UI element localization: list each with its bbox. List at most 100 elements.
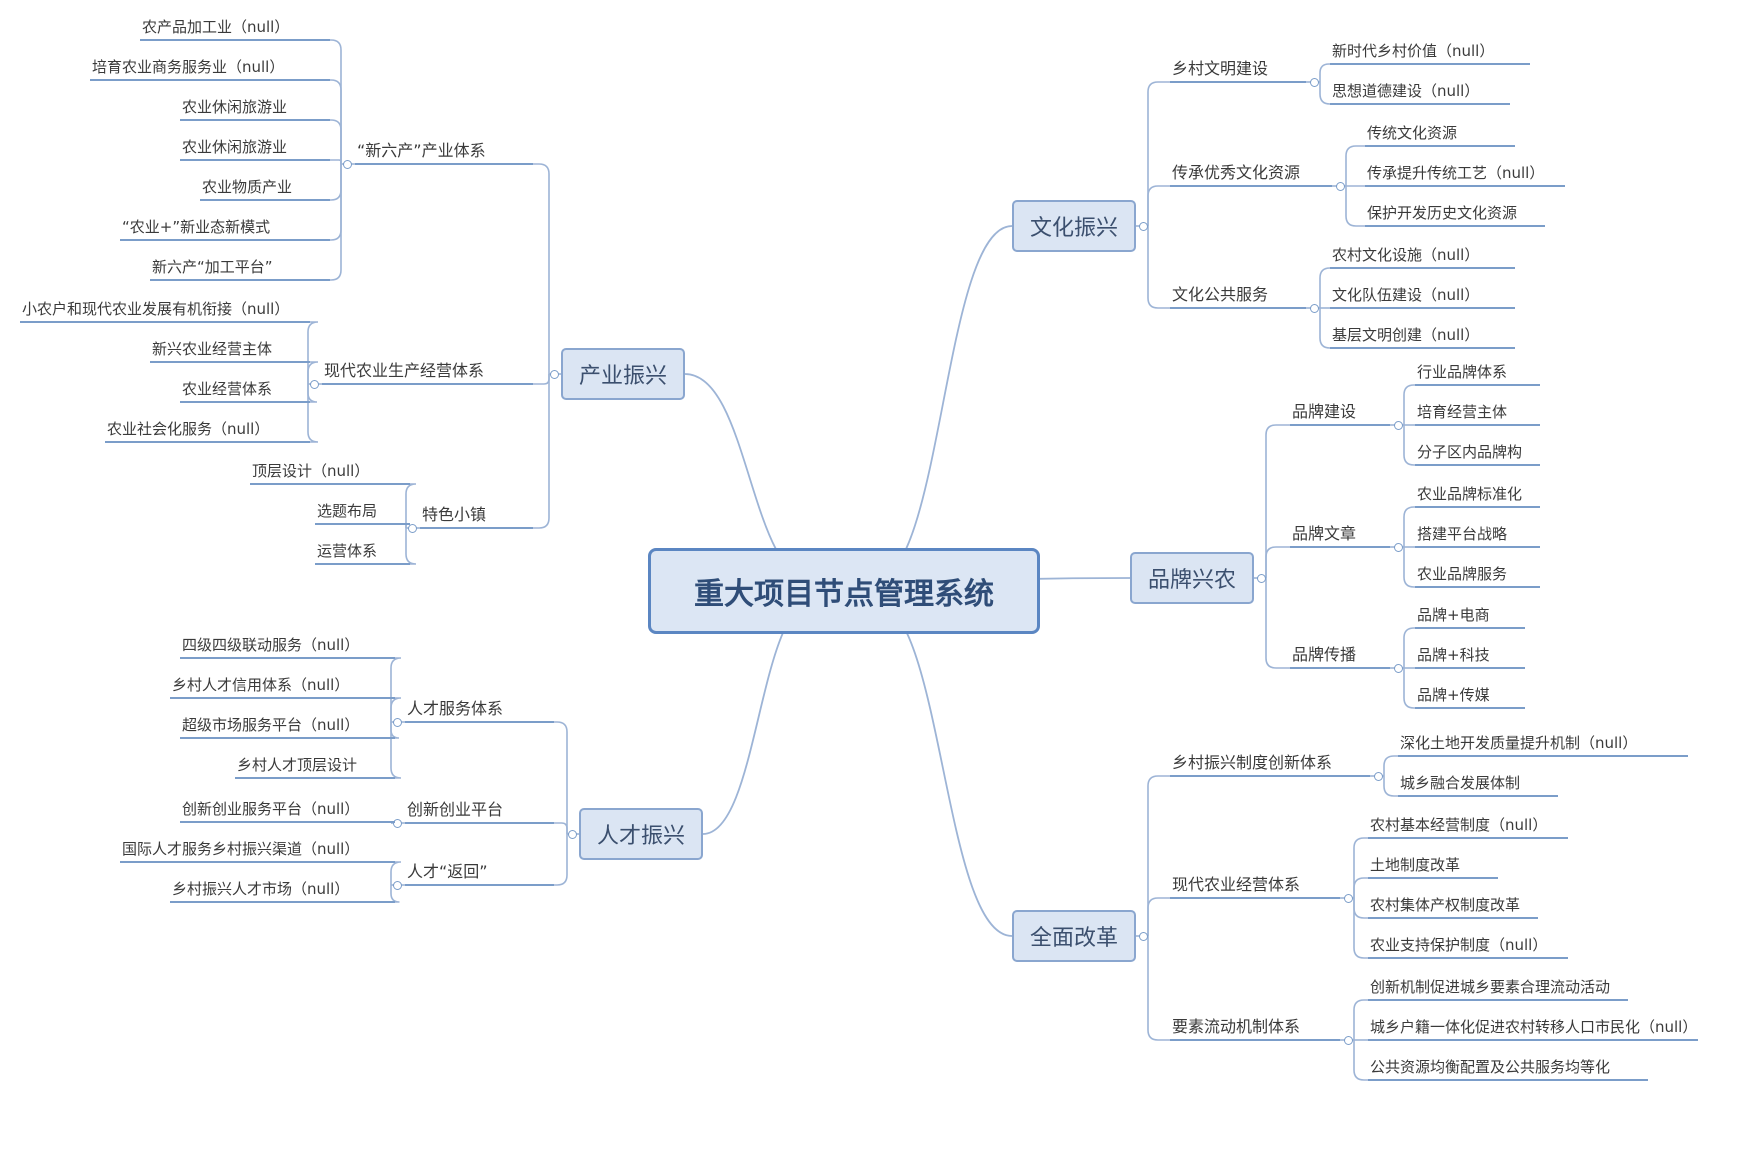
subtopic-collapse-toggle[interactable] [392,880,402,890]
subtopic-collapse-toggle[interactable] [309,379,319,389]
subtopic-collapse-toggle[interactable] [1335,181,1345,191]
subtopic[interactable]: 传承优秀文化资源 [1170,164,1332,187]
leaf-topic[interactable]: 品牌+传媒 [1415,686,1525,709]
connector-line [554,721,568,834]
leaf-topic[interactable]: 农业品牌标准化 [1415,485,1540,508]
subtopic-collapse-toggle[interactable] [392,717,402,727]
subtopic-collapse-toggle[interactable] [1309,303,1319,313]
subtopic[interactable]: 文化公共服务 [1170,286,1306,309]
leaf-topic[interactable]: 农业支持保护制度（null） [1368,936,1568,959]
leaf-topic[interactable]: 运营体系 [315,542,410,565]
subtopic-collapse-toggle[interactable] [1393,420,1403,430]
subtopic[interactable]: 特色小镇 [420,506,533,529]
leaf-topic[interactable]: 土地制度改革 [1368,856,1498,879]
leaf-topic[interactable]: 农产品加工业（null） [140,18,330,41]
leaf-topic[interactable]: 乡村振兴人才市场（null） [170,880,395,903]
branch-collapse-toggle[interactable] [549,369,559,379]
leaf-topic[interactable]: 城乡融合发展体制 [1398,774,1558,797]
leaf-topic[interactable]: 农村集体产权制度改革 [1368,896,1538,919]
subtopic-collapse-toggle[interactable] [342,159,352,169]
subtopic[interactable]: 乡村振兴制度创新体系 [1170,754,1370,777]
subtopic-collapse-toggle[interactable] [407,523,417,533]
leaf-topic[interactable]: 创新创业服务平台（null） [180,800,395,823]
leaf-topic[interactable]: 农村文化设施（null） [1330,246,1515,269]
leaf-topic[interactable]: 分子区内品牌构 [1415,443,1540,466]
leaf-topic[interactable]: 传承提升传统工艺（null） [1365,164,1565,187]
leaf-topic[interactable]: 农业经营体系 [180,380,310,403]
leaf-topic[interactable]: 新六产“加工平台” [150,258,330,281]
leaf-topic[interactable]: 农业社会化服务（null） [105,420,310,443]
branch-topic[interactable]: 文化振兴 [1012,200,1136,252]
connector-line [554,822,568,834]
leaf-topic[interactable]: 深化土地开发质量提升机制（null） [1398,734,1688,757]
leaf-topic[interactable]: 农业休闲旅游业 [180,138,330,161]
leaf-topic[interactable]: 农业物质产业 [200,178,330,201]
subtopic[interactable]: 要素流动机制体系 [1170,1018,1340,1041]
leaf-topic[interactable]: 培育农业商务服务业（null） [90,58,330,81]
subtopic[interactable]: 品牌文章 [1290,525,1390,548]
leaf-topic[interactable]: 创新机制促进城乡要素合理流动活动 [1368,978,1628,1001]
connector-line [390,657,402,722]
leaf-topic[interactable]: 基层文明创建（null） [1330,326,1515,349]
leaf-topic[interactable]: 选题布局 [315,502,410,525]
leaf-topic[interactable]: 小农户和现代农业发展有机衔接（null） [20,300,310,323]
branch-topic[interactable]: 产业振兴 [561,348,685,400]
connector-line [330,159,342,164]
leaf-topic[interactable]: 超级市场服务平台（null） [180,716,395,739]
connector-line [1353,877,1368,898]
connector-line [390,722,402,779]
leaf-topic[interactable]: “农业+”新业态新模式 [120,218,330,241]
branch-collapse-toggle[interactable] [1138,221,1148,231]
branch-topic[interactable]: 全面改革 [1012,910,1136,962]
leaf-topic[interactable]: 文化队伍建设（null） [1330,286,1515,309]
subtopic-collapse-toggle[interactable] [1343,1035,1353,1045]
subtopic[interactable]: “新六产”产业体系 [355,142,533,165]
leaf-topic[interactable]: 行业品牌体系 [1415,363,1540,386]
leaf-topic[interactable]: 搭建平台战略 [1415,525,1540,548]
leaf-topic[interactable]: 农业品牌服务 [1415,565,1540,588]
leaf-topic[interactable]: 新时代乡村价值（null） [1330,42,1530,65]
leaf-topic[interactable]: 新兴农业经营主体 [150,340,310,363]
branch-collapse-toggle[interactable] [1256,573,1266,583]
leaf-topic[interactable]: 顶层设计（null） [250,462,410,485]
connector-line [873,225,1013,582]
subtopic-collapse-toggle[interactable] [1309,77,1319,87]
leaf-topic[interactable]: 城乡户籍一体化促进农村转移人口市民化（null） [1368,1018,1698,1041]
leaf-topic[interactable]: 四级四级联动服务（null） [180,636,395,659]
subtopic[interactable]: 人才服务体系 [405,700,554,723]
subtopic[interactable]: 创新创业平台 [405,801,554,824]
connector-line [330,119,342,164]
leaf-topic[interactable]: 传统文化资源 [1365,124,1515,147]
connector-line [1403,668,1415,709]
leaf-topic[interactable]: 思想道德建设（null） [1330,82,1510,105]
connector-line [1147,775,1170,936]
subtopic[interactable]: 乡村文明建设 [1170,60,1306,83]
subtopic[interactable]: 品牌建设 [1290,403,1390,426]
subtopic-collapse-toggle[interactable] [1343,893,1353,903]
leaf-topic[interactable]: 品牌+电商 [1415,606,1525,629]
subtopic-collapse-toggle[interactable] [1373,771,1383,781]
leaf-topic[interactable]: 乡村人才信用体系（null） [170,676,395,699]
branch-collapse-toggle[interactable] [567,829,577,839]
leaf-topic[interactable]: 乡村人才顶层设计 [235,756,395,779]
subtopic-collapse-toggle[interactable] [1393,663,1403,673]
leaf-topic[interactable]: 品牌+科技 [1415,646,1525,669]
leaf-topic[interactable]: 农业休闲旅游业 [180,98,330,121]
subtopic[interactable]: 现代农业生产经营体系 [322,362,533,385]
leaf-topic[interactable]: 国际人才服务乡村振兴渠道（null） [120,840,395,863]
subtopic[interactable]: 品牌传播 [1290,646,1390,669]
branch-collapse-toggle[interactable] [1138,931,1148,941]
leaf-topic[interactable]: 培育经营主体 [1415,403,1540,426]
connector-line [330,164,342,201]
leaf-topic[interactable]: 公共资源均衡配置及公共服务均等化 [1368,1058,1648,1081]
leaf-topic[interactable]: 农村基本经营制度（null） [1368,816,1568,839]
subtopic-collapse-toggle[interactable] [392,818,402,828]
connector-line [1383,776,1398,797]
branch-topic[interactable]: 人才振兴 [579,808,703,860]
root-topic[interactable]: 重大项目节点管理系统 [648,548,1040,634]
leaf-topic[interactable]: 保护开发历史文化资源 [1365,204,1545,227]
branch-topic[interactable]: 品牌兴农 [1130,552,1254,604]
subtopic[interactable]: 现代农业经营体系 [1170,876,1340,899]
subtopic-collapse-toggle[interactable] [1393,542,1403,552]
subtopic[interactable]: 人才“返回” [405,863,554,886]
